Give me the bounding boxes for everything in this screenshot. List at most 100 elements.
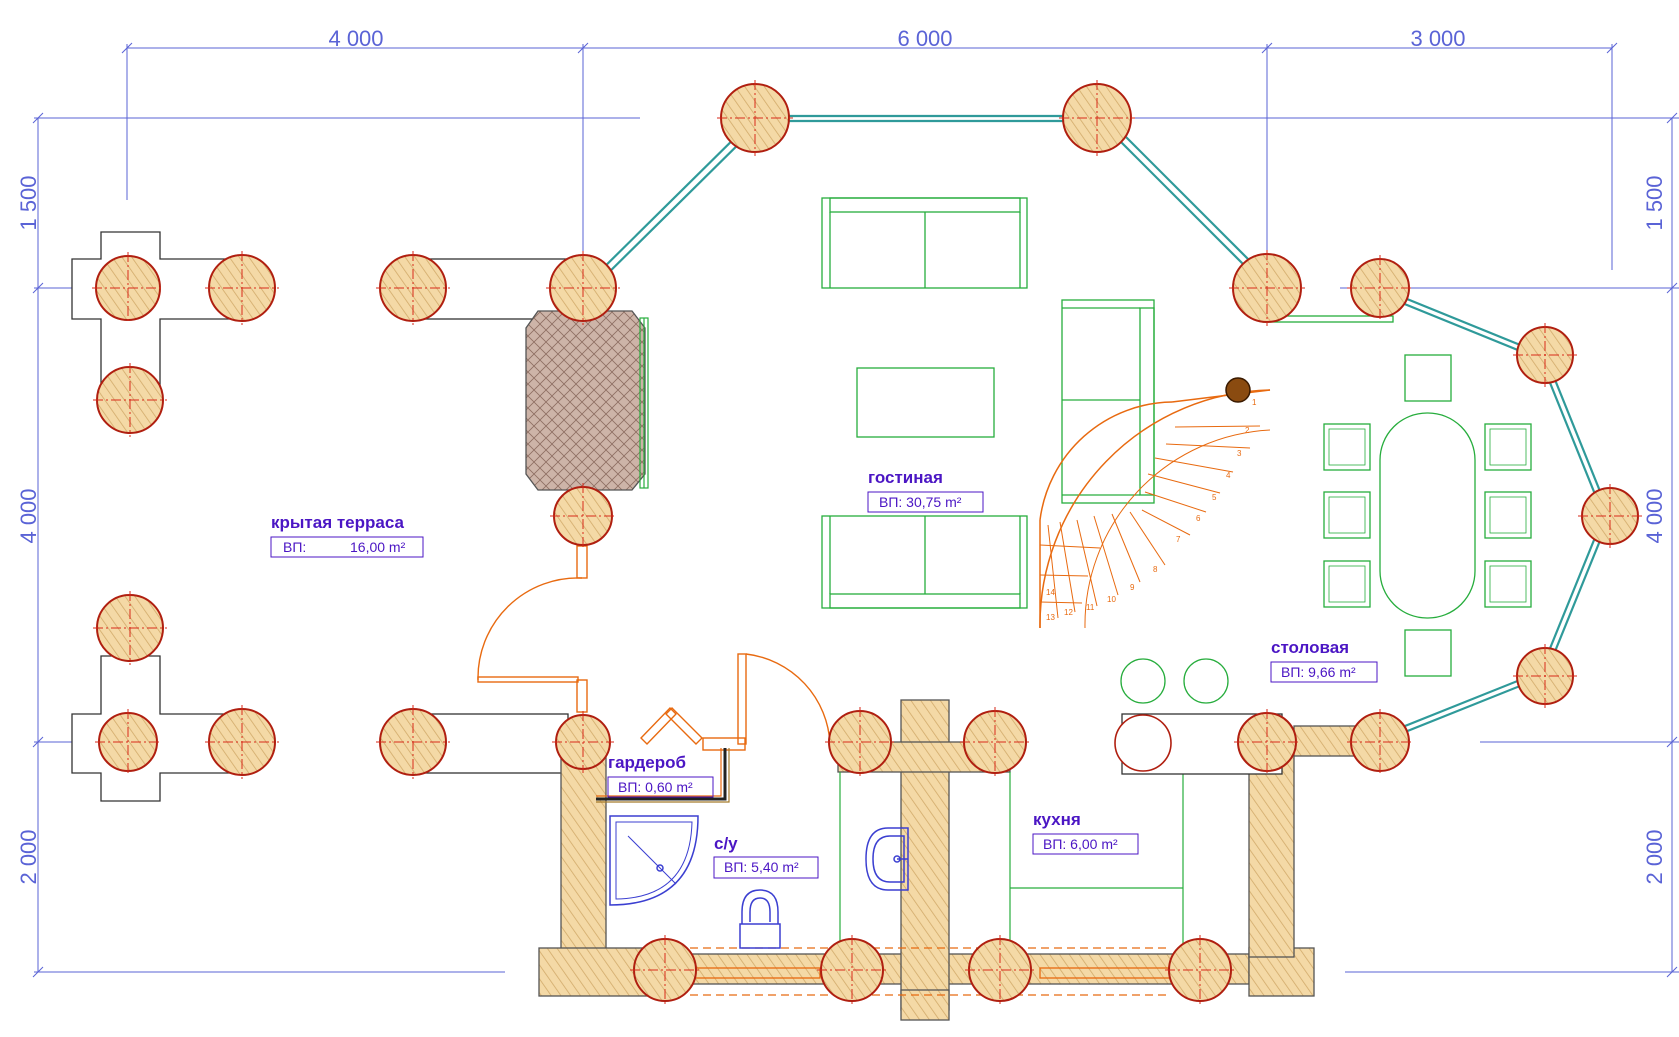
svg-text:5: 5	[1212, 493, 1217, 502]
log-column-icon	[93, 363, 167, 437]
log-column-icon	[93, 591, 167, 665]
sofa-top-icon	[821, 197, 1028, 289]
log-column-icon	[1165, 935, 1235, 1005]
shower-icon	[609, 815, 699, 906]
log-column-icon	[376, 251, 450, 325]
coffee-table-icon	[856, 367, 995, 438]
dining-chairs-icon	[1323, 354, 1532, 677]
svg-text:1: 1	[1252, 398, 1257, 407]
log-column-icon	[1234, 709, 1300, 775]
wall-right-vertical	[1248, 741, 1295, 958]
room-area-label-terrace: ВП:	[283, 539, 306, 555]
room-name-living: гостиная	[868, 468, 943, 487]
room-name-bathroom: с/у	[714, 834, 738, 853]
dimension-right-3: 2 000	[1642, 829, 1667, 884]
dining-table-icon	[1379, 412, 1476, 619]
dimension-left-1: 1 500	[16, 175, 41, 230]
dimension-top-1: 4 000	[328, 26, 383, 51]
door-frame-bottom	[576, 679, 588, 713]
dimension-left-3: 2 000	[16, 829, 41, 884]
stair-newel-post-icon	[1225, 377, 1251, 403]
room-area-living: ВП: 30,75 m²	[879, 494, 962, 510]
log-column-icon	[960, 707, 1030, 777]
svg-text:7: 7	[1176, 535, 1181, 544]
stair-step-numbers: 1 2 3 4 5 6 7 8 9 10 11 12 13 14	[1046, 398, 1257, 622]
toilet-door-leaf	[737, 653, 747, 745]
log-column-icon	[550, 483, 616, 549]
dimension-top-3: 3 000	[1410, 26, 1465, 51]
dimension-right-1: 1 500	[1642, 175, 1667, 230]
log-column-icon	[717, 80, 793, 156]
room-name-terrace: крытая терраса	[271, 513, 404, 532]
spiral-stair-icon	[1039, 389, 1271, 629]
wall-bottom	[653, 953, 1250, 985]
room-name-wardrobe: гардероб	[608, 753, 686, 772]
log-column-icon	[1347, 709, 1413, 775]
log-column-icon	[1578, 484, 1642, 548]
log-columns	[92, 80, 1642, 1005]
room-area-dining: ВП: 9,66 m²	[1281, 664, 1356, 680]
log-column-icon	[546, 251, 620, 325]
hob-icon	[1114, 714, 1172, 772]
log-column-icon	[817, 935, 887, 1005]
stools-icon	[1120, 658, 1229, 704]
dimension-top-2: 6 000	[897, 26, 952, 51]
glazing	[582, 113, 1612, 744]
log-column-icon	[1513, 644, 1577, 708]
room-area-kitchen: ВП: 6,00 m²	[1043, 836, 1118, 852]
doors	[477, 545, 831, 751]
log-column-icon	[376, 705, 450, 779]
svg-text:11: 11	[1086, 603, 1095, 612]
wardrobe-rail	[596, 748, 730, 803]
stove-icon	[525, 310, 646, 491]
room-label-dining: столовая ВП: 9,66 m²	[1270, 638, 1378, 683]
log-column-icon	[1347, 255, 1413, 321]
svg-text:2: 2	[1245, 426, 1250, 435]
dimension-lines	[32, 42, 1679, 978]
toilet-door-swing	[745, 653, 831, 745]
plumbing	[609, 815, 909, 949]
svg-text:9: 9	[1130, 583, 1135, 592]
log-column-icon	[1229, 250, 1305, 326]
room-label-bathroom: с/у ВП: 5,40 m²	[713, 834, 819, 879]
svg-text:12: 12	[1064, 608, 1073, 617]
svg-text:4: 4	[1226, 471, 1231, 480]
room-area-wardrobe: ВП: 0,60 m²	[618, 779, 693, 795]
door-frame-top	[576, 545, 588, 579]
svg-text:8: 8	[1153, 565, 1158, 574]
log-column-icon	[630, 935, 700, 1005]
dimension-left-2: 4 000	[16, 488, 41, 543]
room-area-bathroom: ВП: 5,40 m²	[724, 859, 799, 875]
room-label-terrace: крытая терраса ВП: 16,00 m²	[270, 513, 424, 558]
svg-text:3: 3	[1237, 449, 1242, 458]
room-label-living: гостиная ВП: 30,75 m²	[867, 468, 984, 513]
log-column-icon	[95, 709, 161, 775]
sofa-right-icon	[1061, 299, 1155, 504]
sofa-bottom-icon	[821, 515, 1028, 609]
log-column-icon	[552, 711, 614, 773]
room-name-dining: столовая	[1271, 638, 1349, 657]
log-column-icon	[92, 252, 164, 324]
furniture	[821, 197, 1532, 704]
log-column-icon	[1513, 323, 1577, 387]
svg-text:6: 6	[1196, 514, 1201, 523]
log-walls	[538, 699, 1381, 1021]
dimension-right-2: 4 000	[1642, 488, 1667, 543]
log-column-icon	[205, 251, 279, 325]
log-column-icon	[825, 707, 895, 777]
entrance-door-swing	[477, 577, 583, 681]
room-label-kitchen: кухня ВП: 6,00 m²	[1032, 810, 1139, 855]
room-area-value-terrace: 16,00 m²	[350, 539, 406, 555]
wall-left-vertical	[560, 741, 607, 958]
log-column-icon	[965, 935, 1035, 1005]
room-name-kitchen: кухня	[1033, 810, 1081, 829]
stove-screen	[639, 317, 649, 489]
svg-text:14: 14	[1046, 588, 1055, 597]
toilet-icon	[739, 889, 781, 949]
room-label-wardrobe: гардероб ВП: 0,60 m²	[607, 753, 714, 798]
svg-text:13: 13	[1046, 613, 1055, 622]
svg-text:10: 10	[1107, 595, 1116, 604]
log-column-icon	[205, 705, 279, 779]
sink-icon	[865, 827, 909, 891]
